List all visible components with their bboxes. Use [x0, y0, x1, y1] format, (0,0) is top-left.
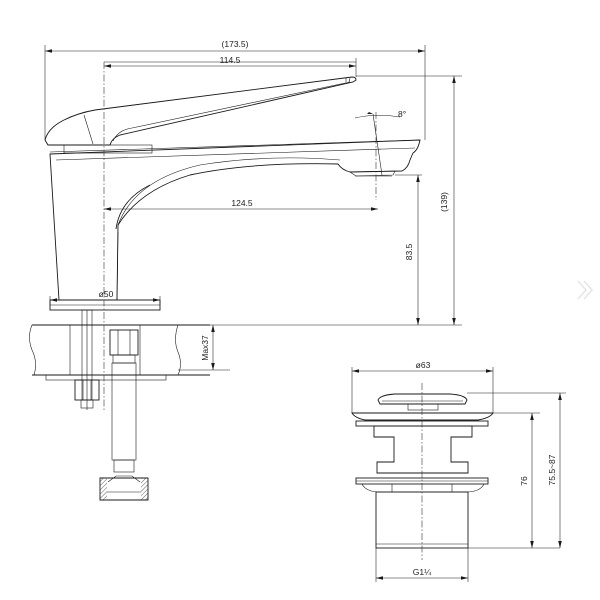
chevron-right-icon[interactable] — [575, 278, 595, 302]
countertop-section — [29, 324, 210, 381]
mounting-stud — [74, 309, 100, 410]
popup-drain — [351, 383, 494, 560]
overall-length-label: (173.5) — [222, 39, 249, 49]
faucet-dimensions: (173.5) 114.5 8° 124.5 (139) 83.5 — [44, 39, 462, 371]
spout-reach-label: 124.5 — [231, 198, 253, 208]
base-diameter-label: ø50 — [99, 289, 114, 299]
overall-height-label: (139) — [439, 192, 449, 212]
adjustable-height-label: 75.5~87 — [547, 454, 557, 485]
faucet-body — [49, 139, 421, 301]
faucet-handle — [44, 76, 357, 146]
flange-diameter-label: ø63 — [416, 360, 431, 370]
thread-size-label: G1¼ — [413, 567, 432, 577]
spout-angle-label: 8° — [398, 109, 406, 119]
max-deck-thickness-label: Max37 — [200, 335, 210, 361]
flexible-hose — [99, 329, 149, 501]
faucet-side-view — [29, 62, 421, 501]
spout-height-label: 83.5 — [404, 243, 414, 260]
drain-dimensions: ø63 76 75.5~87 G1¼ — [351, 360, 566, 582]
handle-length-label: 114.5 — [220, 55, 241, 65]
handle-collar — [63, 144, 153, 154]
body-height-label: 76 — [519, 476, 529, 486]
